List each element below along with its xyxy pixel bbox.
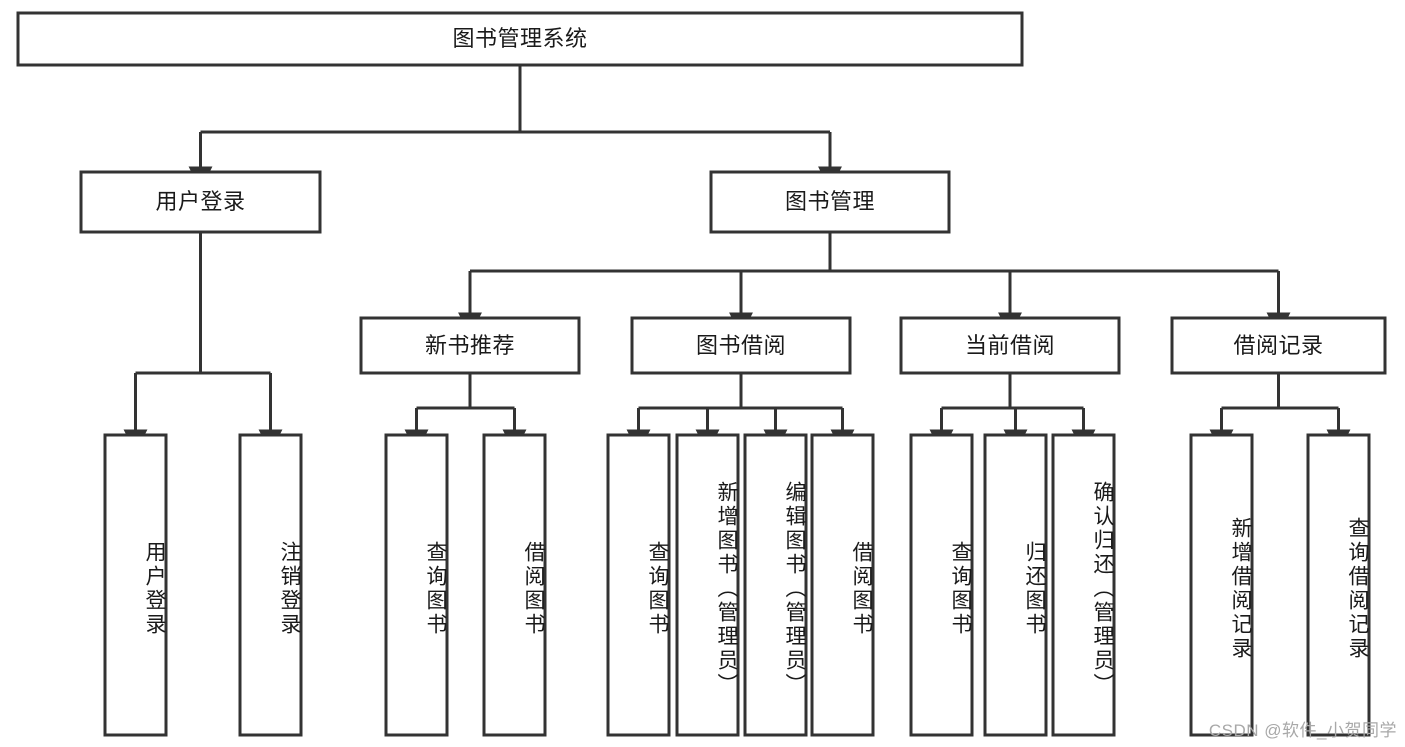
node-box-book-borrow[interactable] — [630, 316, 852, 375]
node-box-layer — [16, 11, 1387, 737]
node-box-leaf-query-book-1[interactable] — [384, 433, 449, 737]
node-box-leaf-add-book-admin[interactable] — [675, 433, 740, 737]
node-box-leaf-user-login[interactable] — [103, 433, 168, 737]
node-box-book-manage[interactable] — [709, 170, 951, 234]
node-box-leaf-edit-book-admin[interactable] — [743, 433, 808, 737]
node-box-new-book-recommend[interactable] — [359, 316, 581, 375]
node-box-root[interactable] — [16, 11, 1024, 67]
node-box-leaf-add-borrow-record[interactable] — [1189, 433, 1254, 737]
node-box-leaf-query-book-2[interactable] — [606, 433, 671, 737]
node-box-leaf-return-book[interactable] — [983, 433, 1048, 737]
node-box-borrow-record[interactable] — [1170, 316, 1387, 375]
connector-layer — [123, 65, 1351, 454]
node-box-leaf-confirm-return-admin[interactable] — [1051, 433, 1116, 737]
node-box-leaf-query-borrow-record[interactable] — [1306, 433, 1371, 737]
node-box-leaf-logout[interactable] — [238, 433, 303, 737]
node-box-leaf-borrow-book-2[interactable] — [810, 433, 875, 737]
node-box-current-borrow[interactable] — [899, 316, 1121, 375]
node-box-user-login[interactable] — [79, 170, 322, 234]
node-box-leaf-borrow-book-1[interactable] — [482, 433, 547, 737]
node-box-leaf-query-book-3[interactable] — [909, 433, 974, 737]
watermark-text: CSDN @软件_小贺同学 — [1208, 721, 1397, 740]
